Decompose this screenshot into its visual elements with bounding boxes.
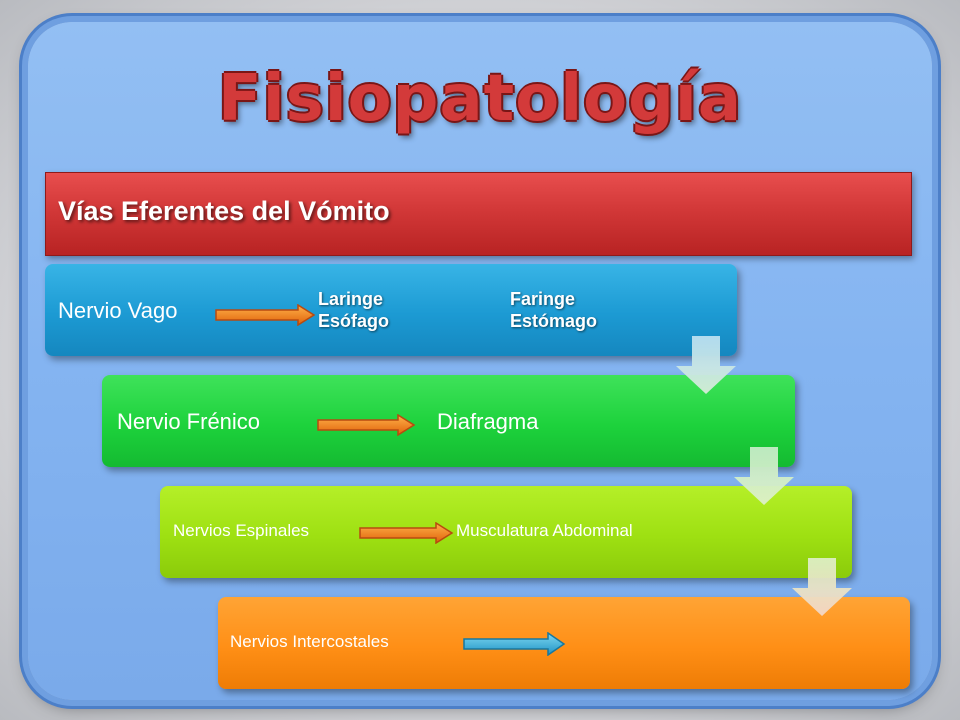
step-1-source: Nervio Vago xyxy=(58,298,178,323)
step-3-target: Musculatura Abdominal xyxy=(456,521,633,540)
step-3-source: Nervios Espinales xyxy=(173,521,310,540)
arrow-right-icon xyxy=(317,414,416,436)
arrow-right-icon xyxy=(359,522,454,544)
step-4-source: Nervios Intercostales xyxy=(230,632,389,651)
down-arrow-icon xyxy=(676,336,736,394)
target-esofago: Esófago xyxy=(318,311,390,331)
target-estomago: Estómago xyxy=(510,311,598,331)
slide-title: Fisiopatología xyxy=(217,62,743,136)
down-arrow-icon xyxy=(734,447,794,505)
step-nervio-vago xyxy=(45,264,737,356)
arrow-right-icon xyxy=(463,632,566,656)
down-arrow-icon xyxy=(792,558,852,616)
target-faringe: Faringe xyxy=(510,289,576,309)
header-bar xyxy=(45,172,912,256)
arrow-right-icon xyxy=(215,304,316,326)
step-2-target: Diafragma xyxy=(437,409,539,434)
slide-panel xyxy=(28,22,932,700)
step-nervio-frenico xyxy=(102,375,795,467)
step-nervios-intercostales xyxy=(218,597,910,689)
target-laringe: Laringe xyxy=(318,289,384,309)
step-nervios-espinales xyxy=(160,486,852,578)
header-text: Vías Eferentes del Vómito xyxy=(58,196,390,226)
step-2-source: Nervio Frénico xyxy=(117,409,261,434)
